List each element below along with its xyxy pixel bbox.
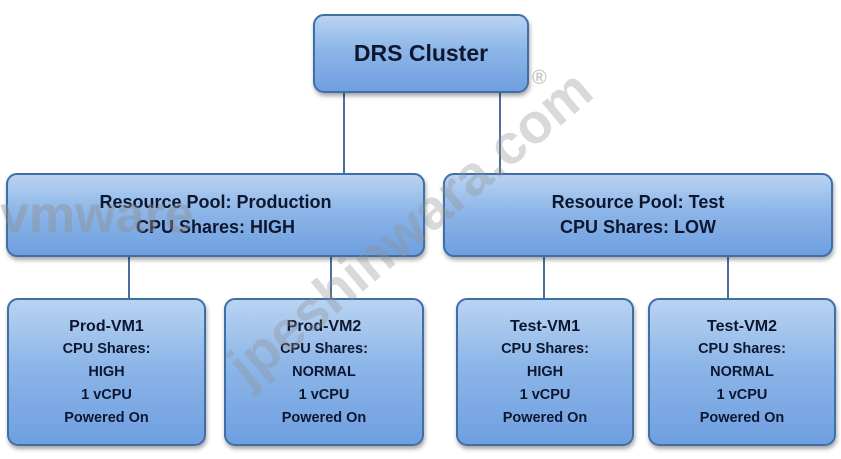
vm-shares-value: HIGH [526, 363, 564, 380]
pool-title: Resource Pool: Production [99, 192, 332, 212]
vm-power-state: Powered On [64, 409, 149, 426]
pool-shares: CPU Shares: LOW [559, 217, 717, 237]
vm-vcpu: 1 vCPU [519, 386, 571, 403]
vm-power-state: Powered On [502, 409, 588, 426]
vm-vcpu: 1 vCPU [716, 386, 768, 403]
connector-production-prod-vm2 [330, 257, 332, 298]
vm-name: Test-VM1 [510, 317, 580, 335]
vm-shares-label: CPU Shares: [280, 340, 368, 357]
connector-root-production [343, 93, 345, 173]
vm-shares-value: NORMAL [710, 363, 774, 380]
watermark-registered-mark: ® [532, 67, 547, 89]
vm-node-test-vm2: Test-VM2 CPU Shares: NORMAL 1 vCPU Power… [648, 298, 836, 446]
vm-name: Prod-VM2 [286, 317, 362, 335]
vm-node-test-vm1: Test-VM1 CPU Shares: HIGH 1 vCPU Powered… [456, 298, 634, 446]
vm-node-prod-vm2: Prod-VM2 CPU Shares: NORMAL 1 vCPU Power… [224, 298, 424, 446]
vm-shares-label: CPU Shares: [501, 340, 589, 357]
vm-shares-label: CPU Shares: [62, 340, 151, 357]
resource-pool-production-node: Resource Pool: Production CPU Shares: HI… [6, 173, 425, 257]
vm-power-state: Powered On [699, 409, 785, 426]
vm-power-state: Powered On [281, 409, 367, 426]
vm-shares-value: NORMAL [292, 363, 356, 380]
vm-shares-label: CPU Shares: [698, 340, 786, 357]
connector-production-prod-vm1 [128, 257, 130, 298]
pool-shares: CPU Shares: HIGH [135, 217, 296, 237]
drs-cluster-label: DRS Cluster [353, 40, 489, 66]
vm-node-prod-vm1: Prod-VM1 CPU Shares: HIGH 1 vCPU Powered… [7, 298, 206, 446]
vm-name: Prod-VM1 [69, 317, 144, 335]
drs-cluster-node: DRS Cluster [313, 14, 529, 93]
connector-test-test-vm1 [543, 257, 545, 298]
resource-pool-test-node: Resource Pool: Test CPU Shares: LOW [443, 173, 833, 257]
vm-shares-value: HIGH [88, 363, 125, 380]
connector-test-test-vm2 [727, 257, 729, 298]
vm-vcpu: 1 vCPU [81, 386, 132, 403]
connector-root-test [499, 93, 501, 173]
pool-title: Resource Pool: Test [551, 192, 725, 212]
vm-vcpu: 1 vCPU [298, 386, 350, 403]
vm-name: Test-VM2 [707, 317, 777, 335]
